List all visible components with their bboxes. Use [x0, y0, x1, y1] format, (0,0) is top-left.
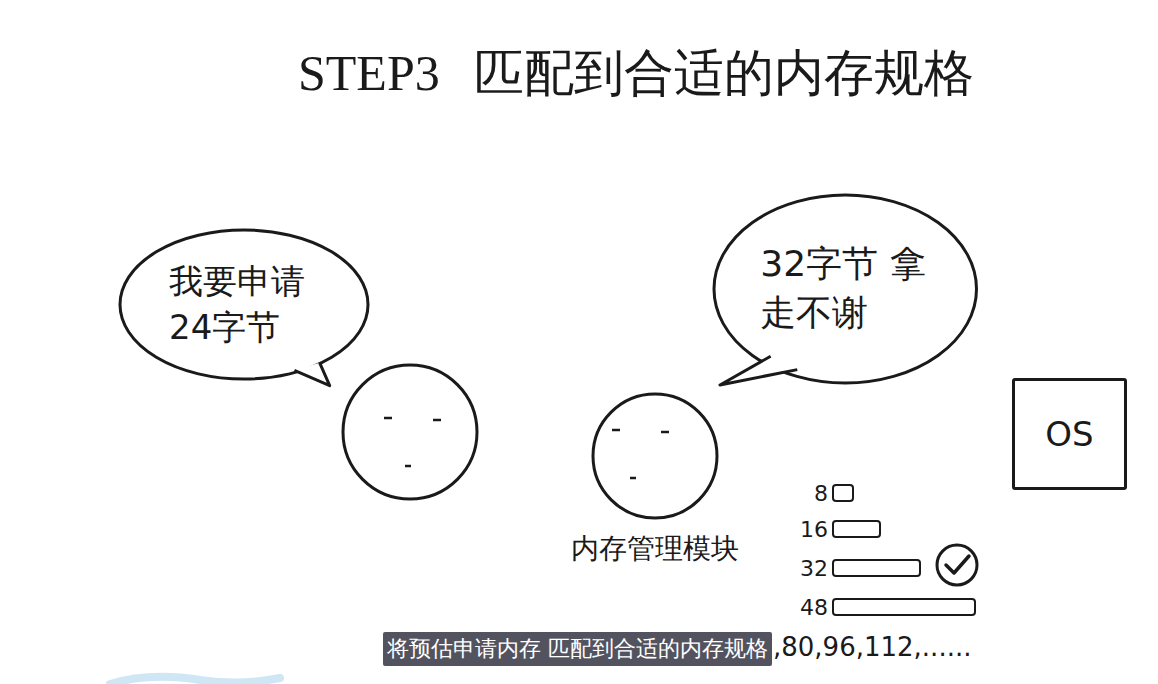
module-label: 内存管理模块: [548, 530, 762, 568]
bubble-outline: [712, 193, 979, 385]
face-eye: [661, 431, 669, 434]
face-mouth: [630, 477, 636, 480]
size-class: 16: [796, 516, 881, 542]
os-label: OS: [1045, 414, 1093, 454]
size-class: 48: [796, 594, 976, 620]
face-eye: [384, 417, 392, 420]
bubble-tail: [294, 363, 329, 386]
size-number: 16: [796, 517, 828, 542]
check-mark: [946, 556, 969, 573]
bubble-tail: [720, 356, 797, 385]
size-number: 8: [796, 481, 828, 506]
size-number: 48: [796, 595, 828, 620]
face-mouth: [405, 465, 411, 468]
size-block: [832, 484, 854, 502]
size-class: 32: [796, 555, 921, 581]
bubble-tail-fill: [720, 356, 797, 385]
speech-bubble: 我要申请 24字节: [118, 228, 370, 381]
size-block: [832, 520, 881, 538]
caption-subtitle: 将预估申请内存 匹配到合适的内存规格: [383, 632, 772, 666]
face-node: 内存管理模块: [548, 390, 762, 570]
check-circle: [937, 545, 977, 585]
bubble-tail-fill: [294, 363, 329, 386]
title: STEP3 匹配到合适的内存规格: [298, 40, 974, 107]
sequence-label: ,80,96,112,......: [773, 632, 971, 662]
bubble-ellipse: [120, 230, 368, 379]
face-circle: [593, 394, 717, 518]
size-block: [832, 559, 921, 577]
scribble: [110, 677, 280, 684]
bubble-outline: [118, 228, 370, 381]
os-box: OS: [1012, 378, 1127, 490]
face-svg: [548, 390, 762, 530]
face-circle: [343, 365, 477, 499]
bubble-text-wrap: 我要申请 24字节: [118, 228, 370, 381]
face-eye: [612, 429, 620, 432]
size-block: [832, 598, 976, 616]
bubble-text: 32字节 拿走不谢: [760, 240, 930, 337]
bubble-text: 我要申请 24字节: [169, 259, 319, 351]
bubble-text-wrap: 32字节 拿走不谢: [712, 193, 979, 385]
size-number: 32: [796, 556, 828, 581]
speech-bubble: 32字节 拿走不谢: [712, 193, 979, 385]
bubble-ellipse: [714, 195, 977, 383]
size-class: 8: [796, 480, 854, 506]
face-eye: [433, 419, 441, 422]
